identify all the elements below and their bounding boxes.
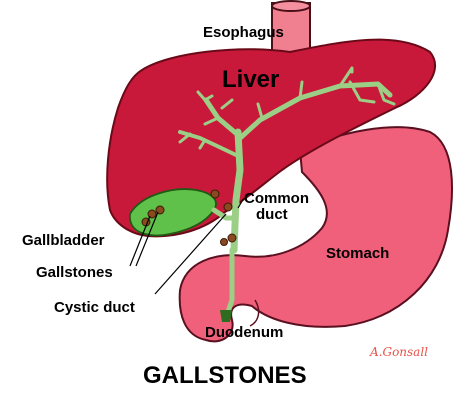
label-stomach: Stomach [326, 245, 389, 262]
label-liver: Liver [222, 66, 279, 93]
label-gallbladder: Gallbladder [22, 232, 105, 249]
gallstones-pointer [135, 211, 159, 267]
label-common-duct-line2: duct [256, 206, 288, 223]
common-duct-pointer [237, 197, 245, 209]
gallstones-pointer [129, 215, 151, 267]
duodenum-papilla [220, 310, 232, 322]
artist-signature: A.Gonsall [369, 345, 428, 359]
cystic-duct-pointer [154, 213, 227, 295]
gallstone [227, 233, 237, 243]
label-title: GALLSTONES [143, 362, 307, 389]
label-gallstones: Gallstones [36, 264, 113, 281]
label-common-duct-line1: Common [244, 190, 309, 207]
gallstone [220, 238, 228, 246]
label-cystic-duct: Cystic duct [54, 299, 135, 316]
label-esophagus: Esophagus [203, 24, 284, 41]
gallstone [223, 202, 233, 212]
bile-ducts [178, 66, 396, 321]
gallstone [210, 189, 220, 199]
label-duodenum: Duodenum [205, 324, 283, 341]
gallstones [141, 189, 237, 246]
esophagus [271, 0, 311, 59]
pointer-lines [129, 197, 245, 295]
stomach [178, 126, 453, 343]
